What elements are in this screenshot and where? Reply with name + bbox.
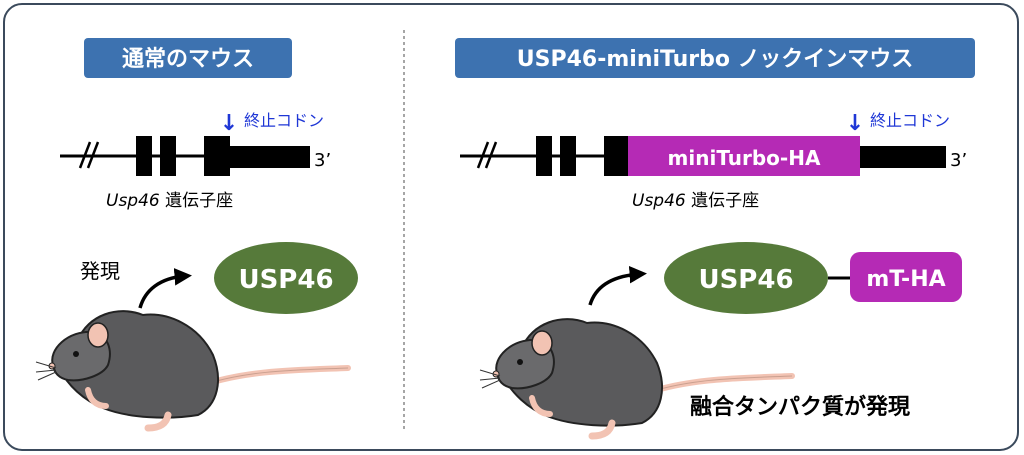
left-exon-3 [204, 136, 230, 176]
left-stop-codon-label: 終止コドン [244, 111, 324, 130]
right-utr [860, 146, 946, 168]
right-curved-arrow-icon [588, 265, 647, 306]
right-exon-3 [604, 136, 630, 176]
right-protein-label: USP46 [698, 265, 793, 295]
left-title-box [84, 38, 292, 78]
right-title-box [455, 38, 975, 78]
right-panel: USP46-miniTurbo ノックインマウス ↓ 終止コドン miniTur… [455, 38, 975, 436]
right-fusion-label: 融合タンパク質が発現 [690, 394, 910, 420]
left-expression-label: 発現 [80, 259, 120, 283]
left-three-prime: 3’ [314, 150, 331, 171]
left-break-mark [78, 141, 92, 169]
left-panel: 通常のマウス ↓ 終止コドン 3’ Usp46 遺伝子座 発現 USP46 [36, 38, 358, 428]
right-insert-miniturbo [628, 136, 860, 176]
left-title: 通常のマウス [122, 46, 254, 72]
left-protein-label: USP46 [238, 265, 333, 295]
left-stop-arrow-icon: ↓ [220, 111, 238, 136]
right-protein-usp46 [664, 242, 828, 314]
left-locus-label: Usp46 遺伝子座 [106, 191, 233, 211]
right-insert-label: miniTurbo-HA [668, 146, 821, 170]
left-curved-arrow-icon [138, 268, 192, 309]
left-protein-usp46 [214, 242, 358, 314]
outer-frame [3, 3, 1019, 451]
left-exon-2 [160, 136, 176, 176]
right-locus-label: Usp46 遺伝子座 [632, 191, 759, 211]
right-tag-label: mT-HA [866, 267, 945, 292]
right-stop-arrow-icon: ↓ [846, 111, 864, 136]
left-exon-1 [136, 136, 152, 176]
left-utr [228, 146, 310, 168]
right-exon-1 [536, 136, 552, 176]
right-stop-codon-label: 終止コドン [870, 111, 950, 130]
right-title: USP46-miniTurbo ノックインマウス [517, 47, 913, 72]
right-three-prime: 3’ [950, 150, 967, 171]
right-tag-box [850, 252, 962, 302]
right-exon-2 [560, 136, 576, 176]
right-break-mark [476, 141, 490, 169]
